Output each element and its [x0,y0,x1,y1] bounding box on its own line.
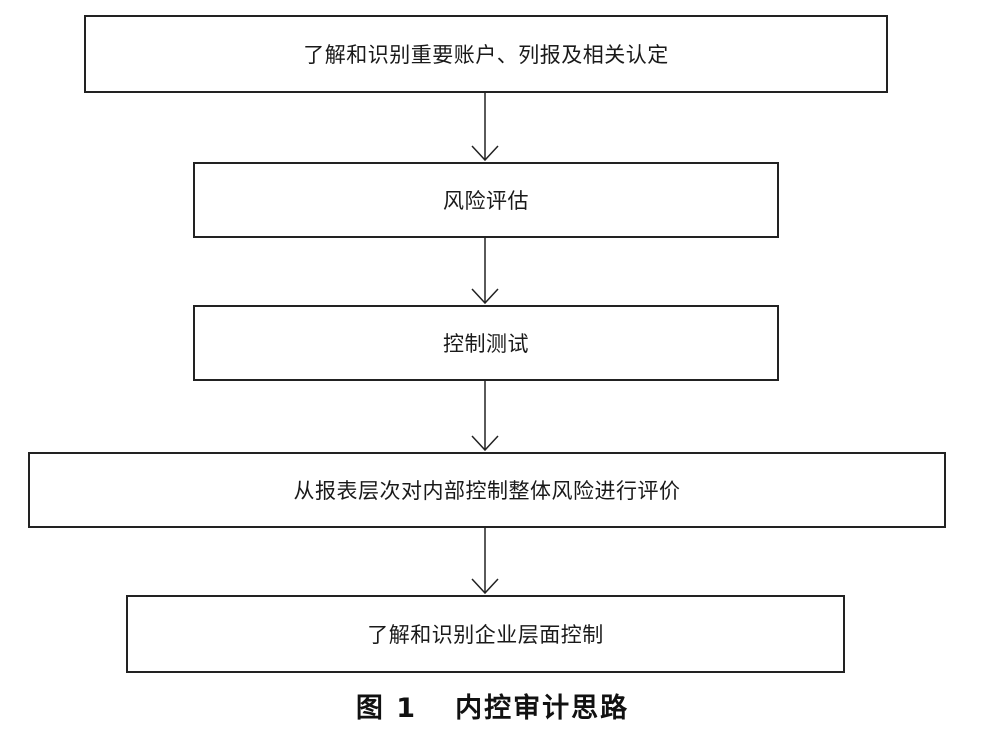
flow-step-1-label: 了解和识别重要账户、列报及相关认定 [303,43,669,67]
arrow-4-to-5 [471,528,499,595]
flow-step-5-label: 了解和识别企业层面控制 [367,623,604,647]
flow-step-2-label: 风险评估 [443,189,529,213]
figure-caption: 图 1 内控审计思路 [0,680,985,730]
flow-step-1: 了解和识别重要账户、列报及相关认定 [84,15,888,93]
flow-step-4-label: 从报表层次对内部控制整体风险进行评价 [293,479,681,503]
arrow-2-to-3 [471,238,499,305]
flow-step-3: 控制测试 [193,305,779,381]
arrow-3-to-4 [471,381,499,452]
figure-title: 内控审计思路 [455,692,630,724]
flow-step-5: 了解和识别企业层面控制 [126,595,845,673]
flow-step-4: 从报表层次对内部控制整体风险进行评价 [28,452,946,528]
flow-step-3-label: 控制测试 [443,332,529,356]
flow-step-2: 风险评估 [193,162,779,238]
figure-number: 图 1 [355,692,418,724]
arrow-1-to-2 [471,93,499,162]
